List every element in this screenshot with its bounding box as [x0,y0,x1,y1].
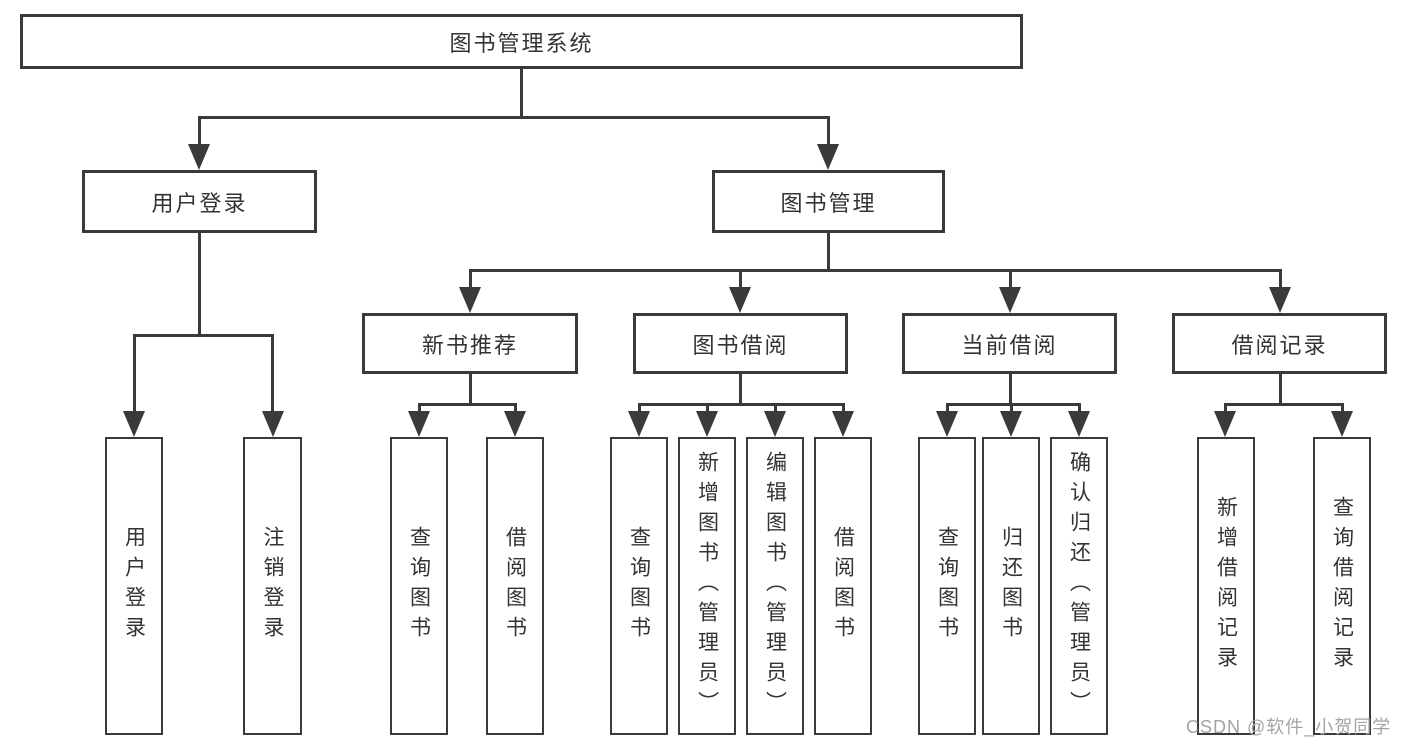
connector-vline [1008,269,1012,292]
connector-vline [132,334,136,417]
leaf-query-books-recommend: 查询图书 [390,437,448,735]
node-root: 图书管理系统 [20,14,1023,69]
connector-vline [519,69,523,119]
leaf-confirm-return-admin: 确认归还（管理员） [1050,437,1108,735]
connector-vline [705,403,709,415]
arrow-down-icon [999,287,1021,313]
connector-vline [1340,403,1344,415]
arrow-down-icon [459,287,481,313]
connector-vline [1009,403,1013,415]
arrow-down-icon [1269,287,1291,313]
connector-vline [513,403,517,415]
arrow-down-icon [936,411,958,437]
node-user-login: 用户登录 [82,170,317,233]
csdn-watermark: CSDN @软件_小贺同学 [1186,717,1392,737]
arrow-down-icon [696,411,718,437]
arrow-down-icon [1331,411,1353,437]
arrow-down-icon [1068,411,1090,437]
node-root-label: 图书管理系统 [449,30,594,56]
node-new-book-recommend-label: 新书推荐 [421,332,518,358]
connector-vline [271,334,274,417]
node-book-management: 图书管理 [712,170,945,233]
connector-hline [945,403,1081,406]
connector-vline [826,116,830,150]
leaf-return-books: 归还图书 [982,437,1040,735]
leaf-borrow-books-recommend: 借阅图书 [486,437,544,735]
leaf-query-books-borrowing: 查询图书 [610,437,668,735]
node-current-borrowing: 当前借阅 [902,313,1117,374]
node-borrowing-records-label: 借阅记录 [1231,332,1328,358]
connector-vline [773,403,777,415]
connector-hline [197,116,830,119]
arrow-down-icon [188,144,210,170]
node-borrowing-records: 借阅记录 [1172,313,1387,374]
arrow-down-icon [123,411,145,437]
connector-hline [132,334,274,337]
connector-vline [1077,403,1081,415]
node-book-management-label: 图书管理 [780,190,877,216]
connector-vline [197,233,201,337]
arrow-down-icon [504,411,526,437]
connector-hline [1223,403,1344,406]
node-current-borrowing-label: 当前借阅 [961,332,1058,358]
leaf-query-borrow-record: 查询借阅记录 [1313,437,1371,735]
arrow-down-icon [832,411,854,437]
connector-vline [738,374,742,406]
arrow-down-icon [817,144,839,170]
connector-vline [417,403,421,415]
leaf-query-books-current: 查询图书 [918,437,976,735]
arrow-down-icon [261,411,284,437]
arrow-down-icon [628,411,650,437]
node-new-book-recommend: 新书推荐 [362,313,578,374]
connector-hline [637,403,845,406]
connector-vline [468,374,472,406]
arrow-down-icon [1000,411,1022,437]
node-user-login-label: 用户登录 [151,190,248,216]
arrow-down-icon [764,411,786,437]
node-book-borrowing-label: 图书借阅 [692,332,789,358]
connector-hline [417,403,517,406]
connector-vline [945,403,949,415]
connector-hline [468,269,1282,272]
leaf-borrow-books: 借阅图书 [814,437,872,735]
connector-vline [841,403,845,415]
arrow-down-icon [408,411,430,437]
connector-vline [1008,374,1012,406]
connector-vline [1223,403,1227,415]
connector-vline [826,233,830,272]
leaf-user-login: 用户登录 [105,437,163,735]
connector-vline [1278,374,1282,406]
connector-vline [1278,269,1282,292]
connector-vline [468,269,472,292]
connector-vline [738,269,742,292]
leaf-add-borrow-record: 新增借阅记录 [1197,437,1255,735]
leaf-logout: 注销登录 [243,437,302,735]
leaf-edit-books-admin: 编辑图书（管理员） [746,437,804,735]
leaf-add-books-admin: 新增图书（管理员） [678,437,736,735]
node-book-borrowing: 图书借阅 [633,313,848,374]
connector-vline [197,116,201,150]
arrow-down-icon [1214,411,1236,437]
arrow-down-icon [729,287,751,313]
connector-vline [637,403,641,415]
